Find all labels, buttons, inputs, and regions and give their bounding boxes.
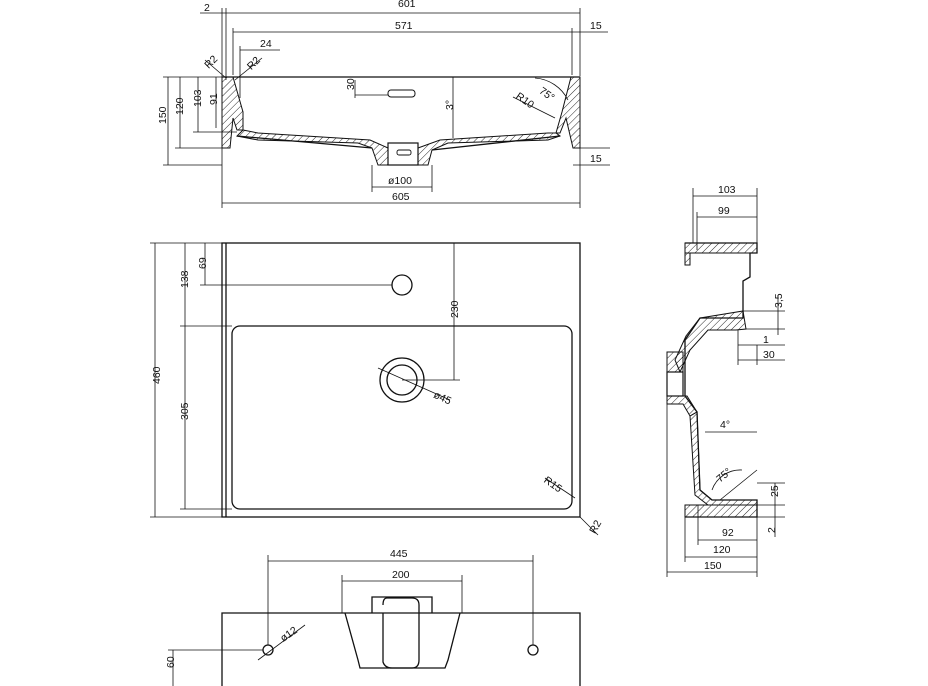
dim-side-120: 120 [713, 544, 731, 556]
dim-230: 230 [449, 300, 461, 318]
dim-side-99: 99 [718, 205, 730, 217]
dim-side-25: 25 [769, 485, 781, 497]
dim-dia12: ø12 [278, 624, 300, 644]
dim-103: 103 [192, 89, 204, 107]
side-section: 103 99 3,5 1 30 4° 75° 25 2 92 [666, 184, 785, 577]
plan-view: ø45 230 460 138 305 69 R15 R2 [150, 242, 604, 536]
dim-138: 138 [179, 270, 191, 288]
dim-2: 2 [204, 2, 210, 14]
dim-side-4deg: 4° [720, 419, 730, 431]
top-cross-section: 601 2 571 15 24 R2 R2 [157, 0, 610, 208]
dim-side-75deg: 75° [714, 466, 734, 485]
dim-side-2: 2 [766, 527, 778, 533]
dim-15-bottom: 15 [590, 153, 602, 165]
dim-r10: R10 [513, 90, 536, 111]
dim-75deg-top: 75° [537, 85, 557, 104]
dim-91: 91 [208, 93, 220, 105]
dim-side-3-5: 3,5 [773, 293, 785, 308]
dim-445: 445 [390, 548, 408, 560]
dim-60: 60 [165, 656, 177, 668]
dim-305: 305 [179, 402, 191, 420]
dim-3deg: 3° [444, 100, 456, 110]
dim-r15: R15 [541, 474, 564, 495]
dim-69: 69 [197, 257, 209, 269]
dim-30-overflow: 30 [345, 78, 357, 90]
dim-571: 571 [395, 20, 413, 32]
front-view: ø12 445 200 60 [165, 548, 581, 686]
dim-side-30: 30 [763, 349, 775, 361]
dim-24: 24 [260, 38, 272, 50]
dim-dia45: ø45 [432, 389, 454, 408]
dim-side-150: 150 [704, 560, 722, 572]
dim-r2-a: R2 [202, 53, 220, 71]
dim-dia100: ø100 [388, 175, 412, 187]
dim-15-top: 15 [590, 20, 602, 32]
dim-side-1: 1 [763, 334, 769, 346]
dim-r2-plan: R2 [587, 518, 604, 536]
dim-150: 150 [157, 106, 169, 124]
dim-120: 120 [174, 97, 186, 115]
dim-605: 605 [392, 191, 410, 203]
dim-side-103: 103 [718, 184, 736, 196]
dim-601: 601 [398, 0, 416, 10]
dim-460: 460 [151, 366, 163, 384]
dim-side-92: 92 [722, 527, 734, 539]
dim-200: 200 [392, 569, 410, 581]
